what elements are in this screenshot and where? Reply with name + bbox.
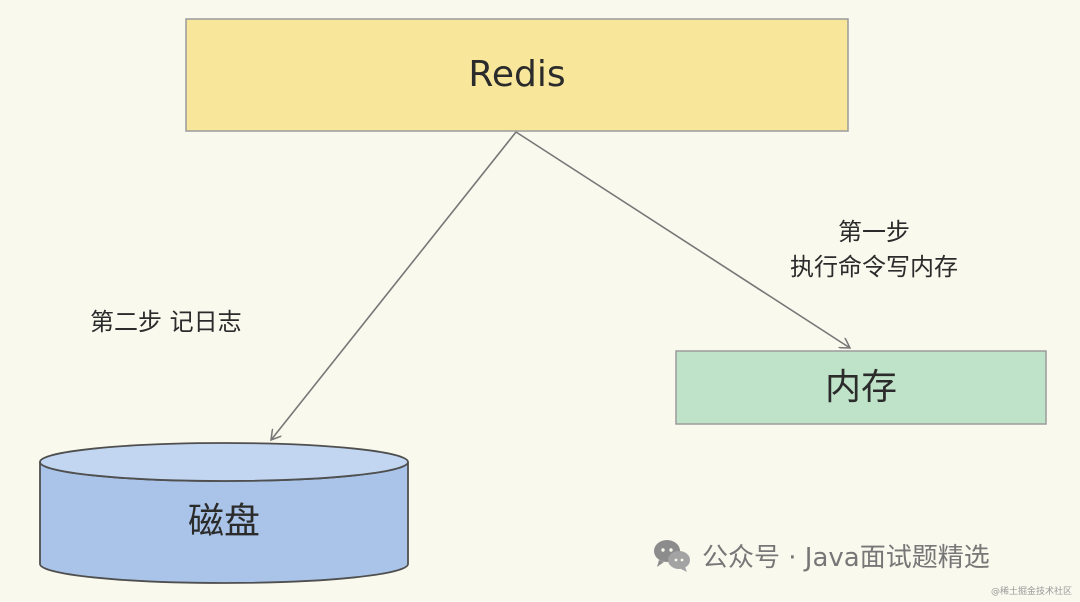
watermark-text: 公众号 · Java面试题精选 <box>702 543 990 573</box>
wechat-icon <box>654 539 690 572</box>
source-credit: @稀土掘金技术社区 <box>990 587 1072 597</box>
step-one-description: 执行命令写内存 <box>790 253 958 281</box>
arrow-redis-to-disk <box>271 131 517 440</box>
memory-box <box>675 350 1047 425</box>
redis-box <box>185 18 849 132</box>
redis-label: Redis <box>468 54 565 95</box>
step-one-title: 第一步 <box>838 218 910 246</box>
disk-label: 磁盘 <box>188 501 260 542</box>
memory-label: 内存 <box>825 367 897 408</box>
step-two-label: 第二步 记日志 <box>90 308 242 336</box>
redis-node: Redis <box>185 18 849 132</box>
disk-cylinder-top <box>39 442 409 482</box>
arrow-redis-to-memory <box>515 131 850 348</box>
disk-node: 磁盘 <box>39 442 409 584</box>
memory-node: 内存 <box>675 350 1047 425</box>
wechat-watermark: 公众号 · Java面试题精选 <box>652 537 990 574</box>
